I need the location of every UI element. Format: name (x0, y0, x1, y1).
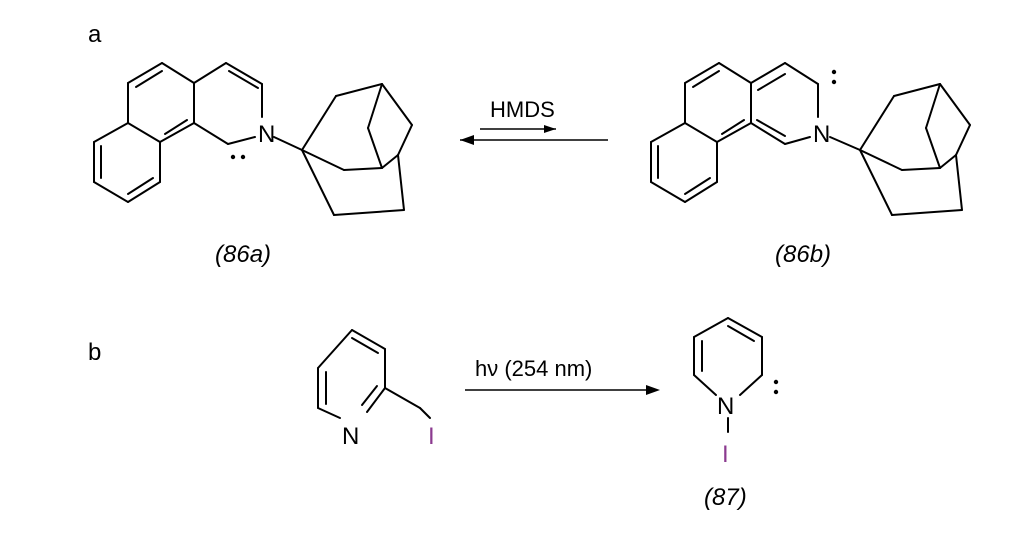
product-iodine-atom: I (722, 441, 729, 468)
compound-label-87: (87) (704, 484, 747, 511)
lone-pair-dot (773, 379, 779, 385)
product-nitrogen-atom: N (717, 393, 734, 420)
molecule-86b: N (86b) (650, 62, 971, 268)
reaction-arrow (465, 385, 660, 395)
equilibrium-arrow (460, 125, 608, 145)
lone-pair-dot (230, 154, 236, 160)
lone-pair-dot (240, 154, 246, 160)
molecule-2-iodopyridine: N I (317, 329, 435, 450)
panel-a-label: a (88, 21, 102, 48)
panel-b-label: b (88, 339, 101, 366)
nitrogen-atom: N (813, 121, 830, 148)
molecule-86a: N (86a) (93, 62, 413, 268)
compound-label-86a: (86a) (215, 241, 271, 268)
lone-pair-dot (773, 389, 779, 395)
nitrogen-atom: N (258, 121, 275, 148)
lone-pair-dot (831, 69, 837, 75)
reactant-iodine-atom: I (428, 423, 435, 450)
compound-label-86b: (86b) (775, 241, 831, 268)
reagent-label: HMDS (490, 97, 555, 122)
conditions-label: hν (254 nm) (475, 356, 592, 381)
reactant-nitrogen-atom: N (342, 423, 359, 450)
molecule-87: N I (87) (693, 317, 779, 511)
lone-pair-dot (831, 79, 837, 85)
